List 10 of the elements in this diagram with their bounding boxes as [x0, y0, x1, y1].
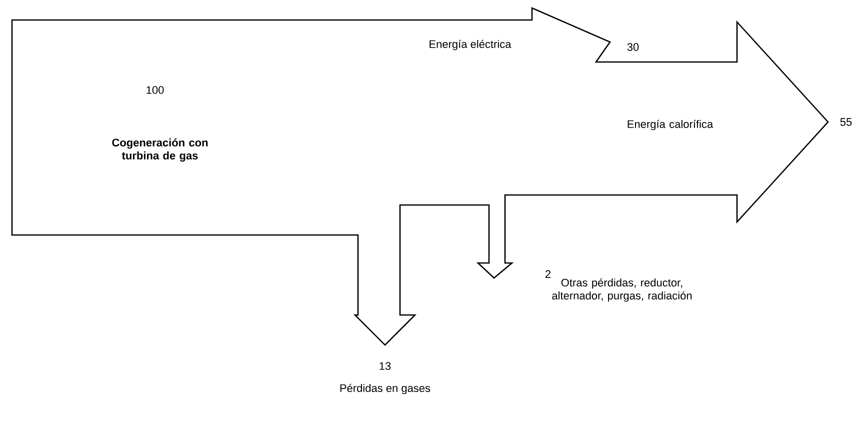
label: 30: [627, 43, 639, 51]
label: 55: [840, 118, 852, 126]
label: 13: [380, 362, 391, 370]
label: 2: [546, 270, 551, 278]
label: Energía calorífica: [628, 120, 714, 130]
label: Energía eléctrica: [430, 40, 512, 50]
label: Cogeneración con turbina de gas: [112, 138, 208, 162]
label: 100: [146, 86, 164, 94]
label: Otras pérdidas, reductor, alternador, purgas, radiación: [552, 278, 692, 302]
label: Pérdidas en gases: [340, 384, 430, 394]
